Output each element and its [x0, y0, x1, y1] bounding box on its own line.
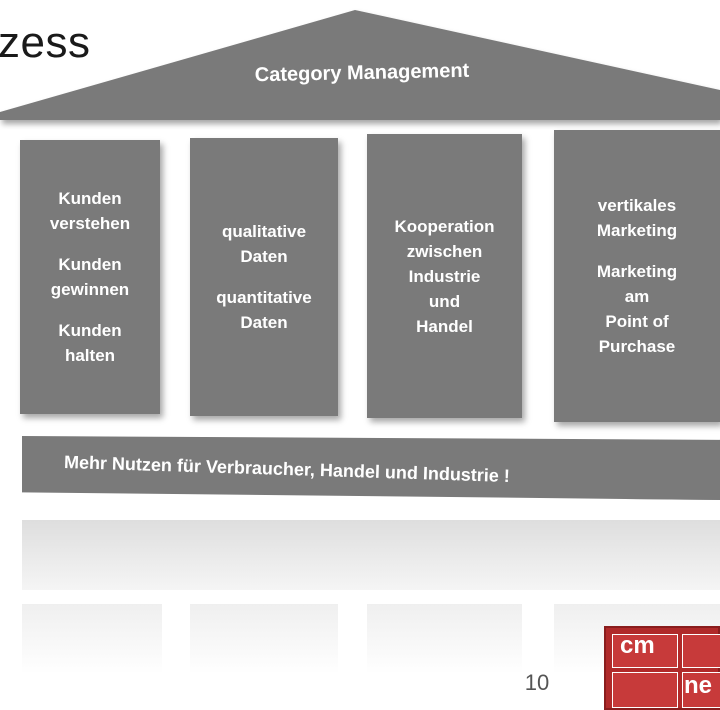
pillar-group: quantitative Daten: [190, 285, 338, 335]
pillar-text: verstehen: [49, 214, 131, 233]
pillar-kooperation: Kooperation zwischen Industrie und Hande…: [367, 134, 522, 418]
pillar-text: quantitative: [216, 288, 312, 307]
pillar-text: Daten: [240, 313, 288, 332]
pillar-text: am: [624, 287, 650, 306]
reflection-base: [22, 520, 720, 590]
pillar-text: gewinnen: [50, 280, 130, 299]
pillar-group: qualitative Daten: [190, 219, 338, 269]
logo-text-cm: cm: [620, 632, 655, 659]
pillar-text: zwischen: [406, 241, 483, 261]
pillar-text: Purchase: [598, 337, 676, 356]
pillar-text: Marketing: [596, 221, 678, 240]
logo-text-ne: ne: [684, 672, 713, 699]
slide-title-fragment: zess: [0, 18, 91, 67]
pillar-text: qualitative: [221, 222, 307, 241]
pillar-text: Marketing: [596, 262, 678, 281]
pillar-text: und: [428, 291, 461, 311]
logo-cell: [682, 634, 720, 668]
pillar-text: Industrie: [408, 266, 481, 286]
pillar-group: vertikales Marketing: [554, 193, 720, 243]
pillar-text: Handel: [416, 316, 473, 336]
pillar-group: Kunden gewinnen: [20, 252, 160, 302]
cm-logo: cm ne: [604, 626, 720, 710]
logo-cell: [612, 672, 678, 708]
logo-cell: [612, 634, 678, 668]
pillar-text: Daten: [240, 247, 288, 266]
logo-cell: [682, 672, 720, 708]
pillar-marketing: vertikales Marketing Marketing am Point …: [554, 130, 720, 422]
pillar-group: Marketing am Point of Purchase: [554, 259, 720, 359]
reflection-pillar: [367, 604, 522, 674]
pillar-text: Kooperation: [394, 216, 495, 236]
foundation-block: [22, 436, 720, 500]
pillar-text: Kunden: [58, 321, 122, 340]
reflection-pillar: [190, 604, 338, 674]
pillar-group: Kunden halten: [20, 318, 160, 368]
pillar-group: Kunden verstehen: [20, 186, 160, 236]
pillar-text: Kunden: [58, 189, 122, 208]
roof-triangle: [0, 10, 720, 120]
page-number: 10: [524, 670, 550, 695]
pillar-group: Kooperation zwischen Industrie und Hande…: [367, 214, 522, 339]
pillar-text: vertikales: [597, 196, 677, 215]
pillar-kunden: Kunden verstehen Kunden gewinnen Kunden …: [20, 140, 160, 414]
pillar-text: Point of: [605, 312, 669, 331]
reflection-pillar: [22, 604, 162, 674]
pillar-text: Kunden: [58, 255, 122, 274]
pillar-text: halten: [64, 346, 116, 365]
pillar-daten: qualitative Daten quantitative Daten: [190, 138, 338, 416]
